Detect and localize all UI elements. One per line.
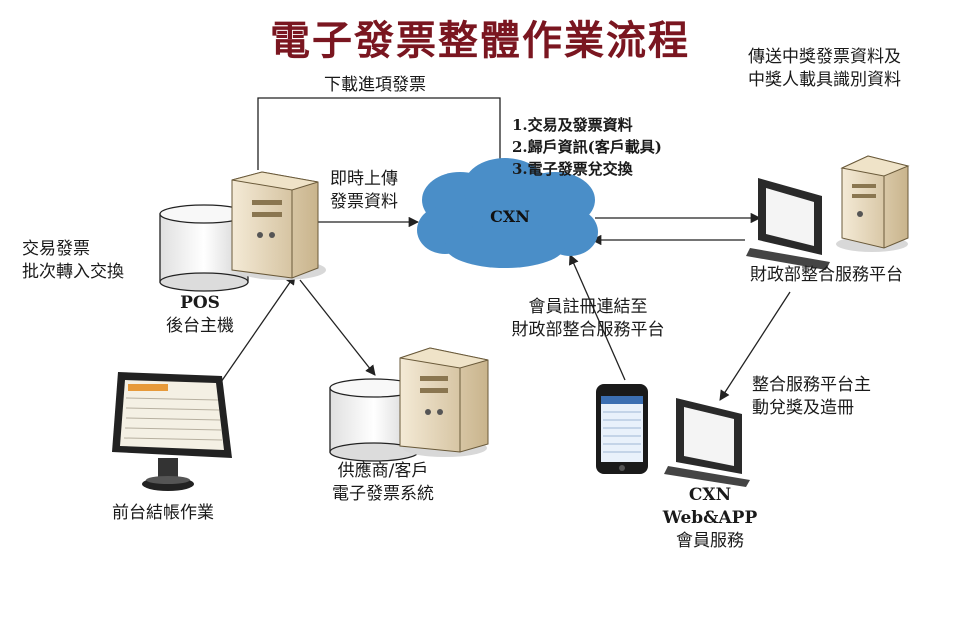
label-supplier: 供應商/客戶 電子發票系統 <box>332 461 434 504</box>
step-1: 1.交易及發票資料 <box>512 116 633 134</box>
cloud-label: CXN <box>490 207 530 226</box>
label-auto-prize: 整合服務平台主 動兌獎及造冊 <box>752 375 871 418</box>
label-transmit: 傳送中獎發票資料及 中獎人載具識別資料 <box>748 47 901 90</box>
arrow-download <box>257 97 506 187</box>
label-steps: 1.交易及發票資料 2.歸戶資訊(客戶載具) 3.電子發票兌交換 <box>512 114 662 180</box>
pos-terminal-icon <box>112 372 232 491</box>
label-front-checkout: 前台結帳作業 <box>112 503 214 523</box>
web-monitor-icon <box>664 398 750 487</box>
label-web-app: CXN Web&APP 會員服務 <box>662 485 758 551</box>
arrow-pos-to-supplier <box>299 279 376 376</box>
label-mof-platform: 財政部整合服務平台 <box>750 265 903 285</box>
label-upload: 即時上傳 發票資料 <box>330 169 398 212</box>
arrow-terminal-to-pos <box>211 274 296 396</box>
step-3: 3.電子發票兌交換 <box>512 160 633 178</box>
cxn-cloud <box>417 158 598 268</box>
pos-server-icon <box>231 171 326 280</box>
arrow-mof-to-web <box>719 291 791 401</box>
step-2: 2.歸戶資訊(客戶載具) <box>512 138 662 156</box>
label-batch: 交易發票 批次轉入交換 <box>22 239 124 282</box>
page-title: 電子發票整體作業流程 <box>270 18 690 64</box>
arrow-phone-to-cxn <box>569 254 626 381</box>
label-register: 會員註冊連結至 財政部整合服務平台 <box>511 297 665 340</box>
mof-monitor-icon <box>746 178 830 270</box>
supplier-server-icon <box>399 347 489 457</box>
label-pos: POS 後台主機 <box>166 293 234 336</box>
label-download: 下載進項發票 <box>324 75 426 95</box>
smartphone-icon <box>596 384 648 474</box>
mof-tower-icon <box>836 155 910 252</box>
